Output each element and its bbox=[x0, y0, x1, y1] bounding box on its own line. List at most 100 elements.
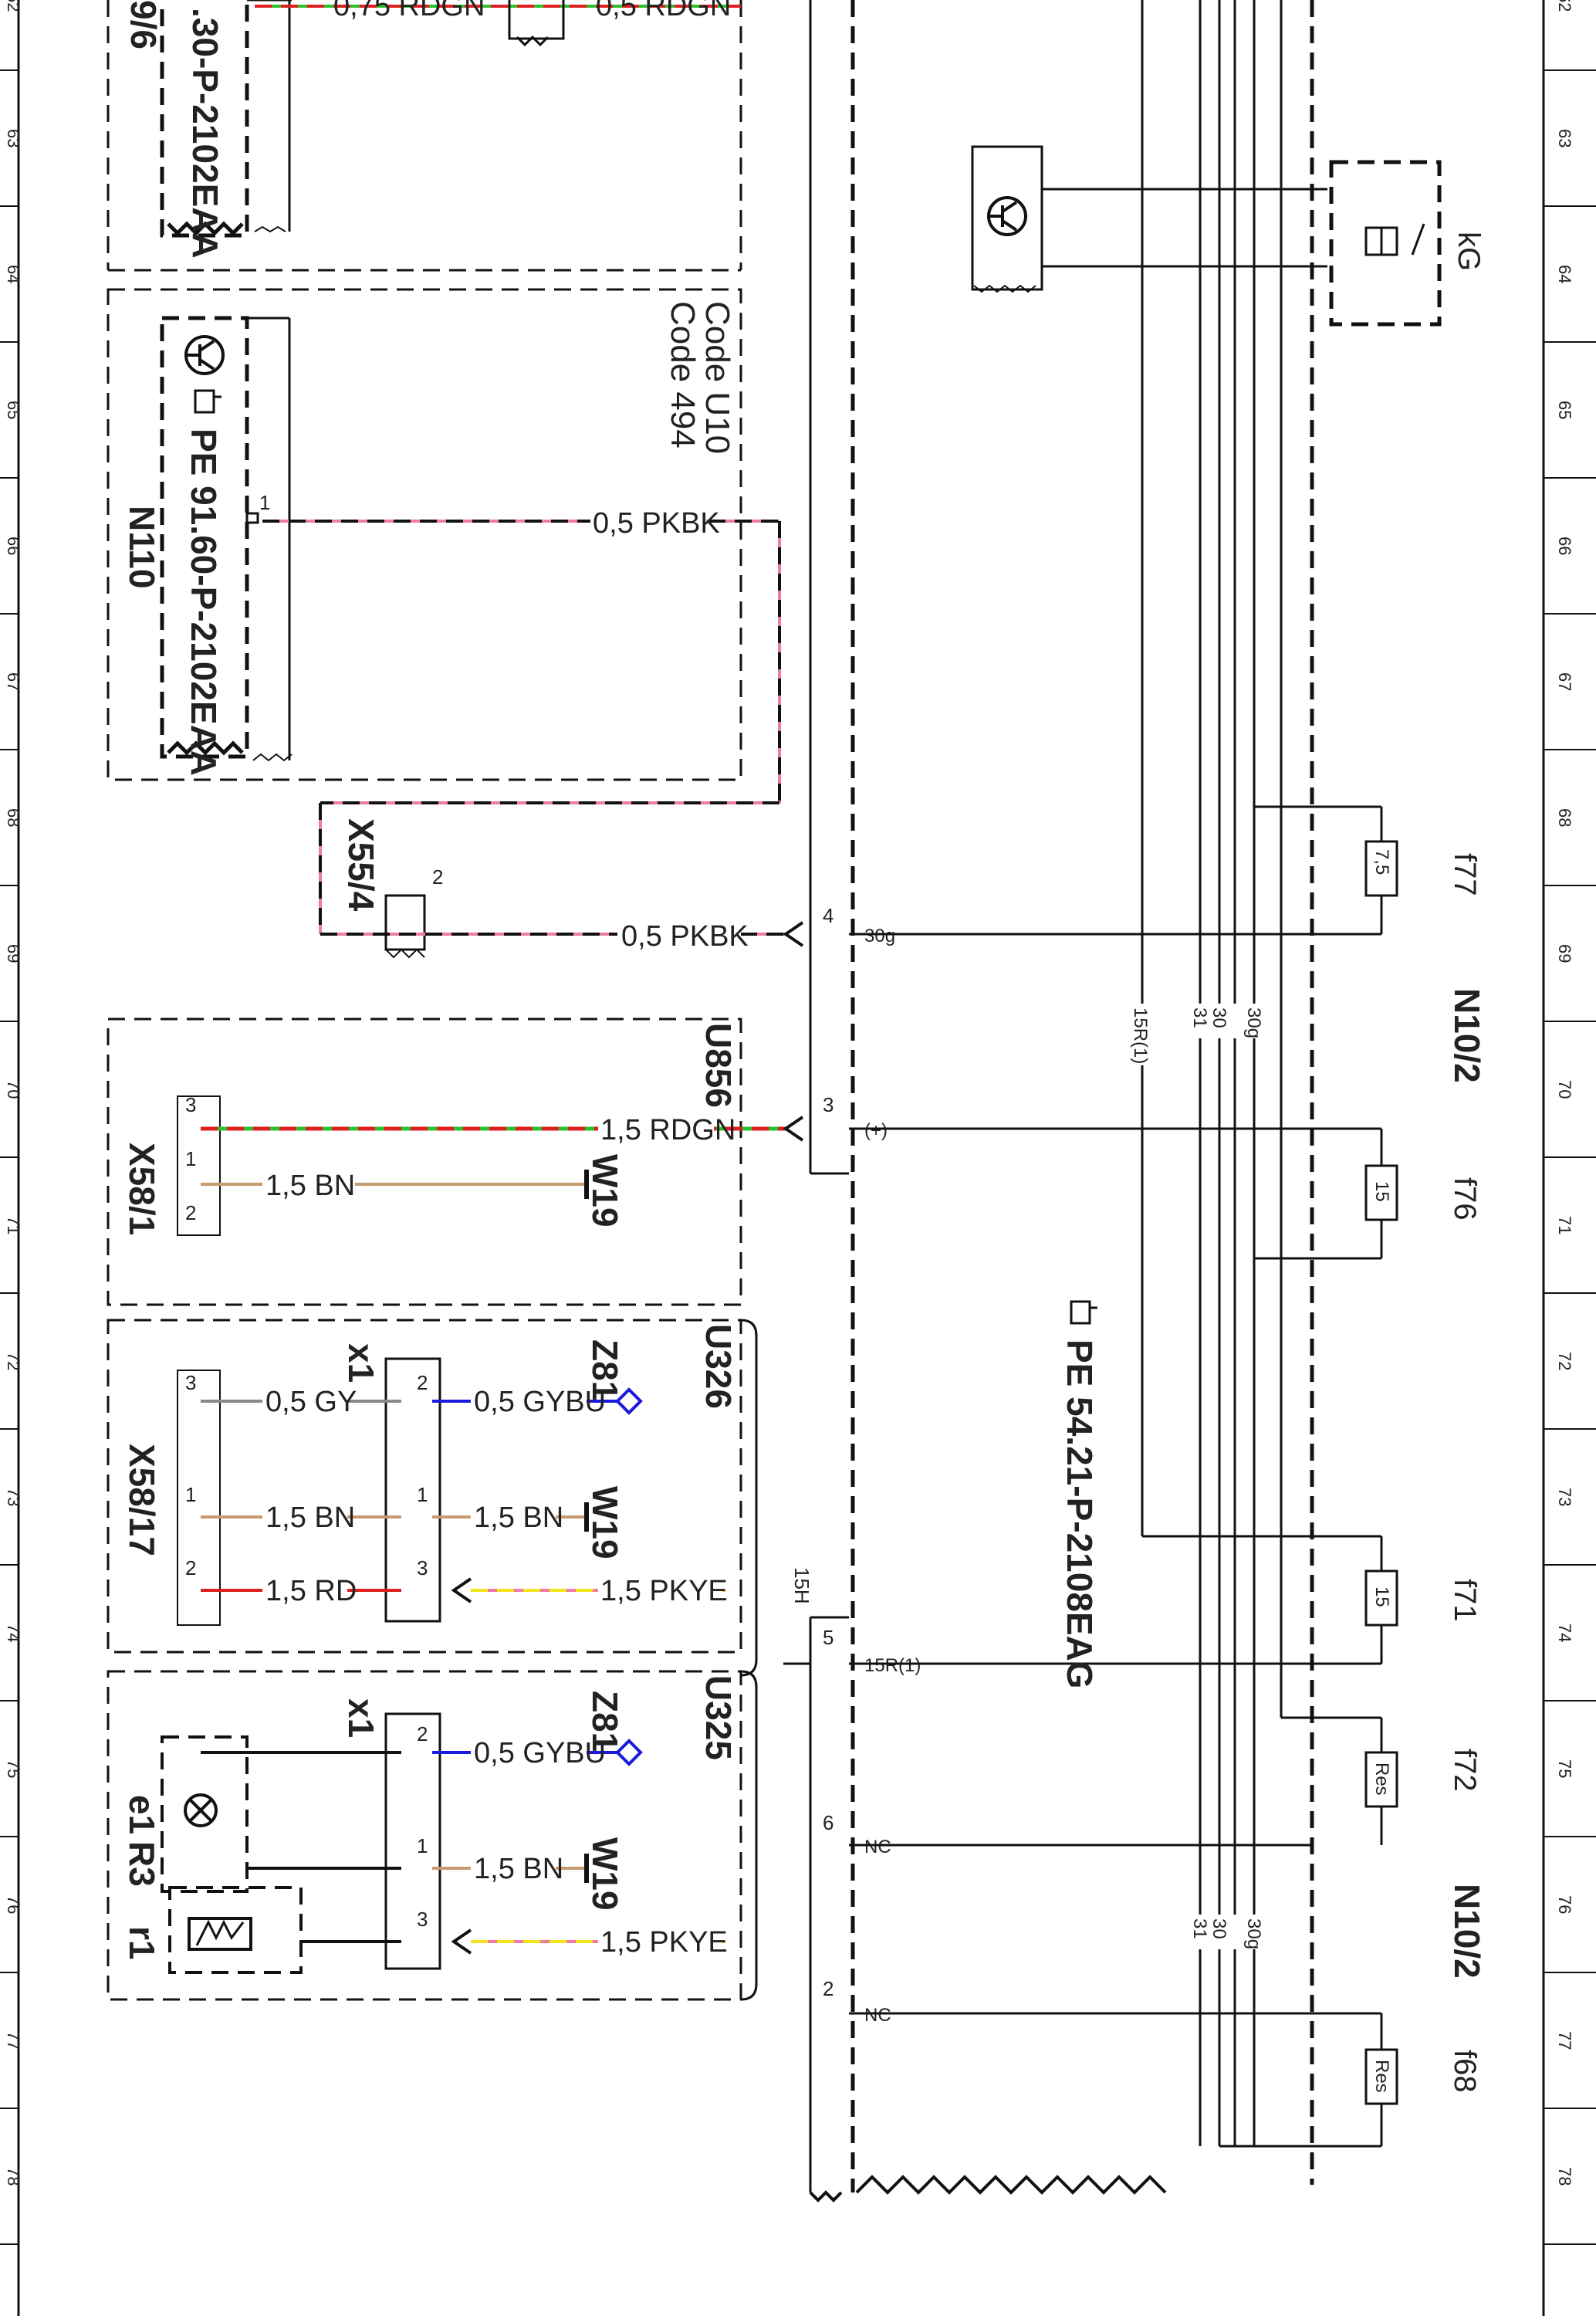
ruler-number: 65 bbox=[1555, 401, 1574, 419]
fuse-f72: Res f72 bbox=[1280, 0, 1482, 1845]
u325-wire-gybu: 0,5 GYBU bbox=[474, 1737, 606, 1769]
u326-wire-rd: 1,5 RD bbox=[265, 1575, 357, 1607]
ruler-number: 73 bbox=[1555, 1488, 1574, 1506]
sam-fuse-block: 15R(1) 31 30 30g 31 30 30g kG bbox=[971, 0, 1487, 2185]
x58-1-label: X58/1 bbox=[122, 1143, 162, 1235]
u326-wire-bn2: 1,5 BN bbox=[474, 1502, 563, 1534]
top-wire-label-bg-2 bbox=[594, 12, 733, 48]
rail-31-label: 31 bbox=[1189, 1007, 1210, 1028]
ruler-number: 73 bbox=[4, 1488, 23, 1506]
x55-pin: 2 bbox=[432, 865, 443, 889]
top-ref-edge: 9/6 bbox=[123, 0, 164, 49]
fuse-f68-name: f68 bbox=[1448, 2050, 1482, 2093]
u326-z81: Z81 bbox=[585, 1339, 625, 1400]
sam-label-upper: N10/2 bbox=[1447, 988, 1487, 1083]
ruler-number: 69 bbox=[1555, 944, 1574, 963]
module-pin-4: 4 bbox=[823, 904, 834, 927]
ruler-number: 69 bbox=[4, 944, 23, 963]
top-ref-text: .30-P-2102EAA bbox=[185, 8, 225, 259]
module-pin-6: 6 bbox=[823, 1811, 834, 1834]
ruler-number: 64 bbox=[4, 265, 23, 283]
ruler-number: 66 bbox=[4, 537, 23, 555]
code-494: Code 494 bbox=[664, 301, 702, 449]
rail-31-label-lower: 31 bbox=[1189, 1918, 1210, 1939]
ruler-number: 62 bbox=[4, 0, 23, 12]
u856-wire-red: 1,5 RDGN bbox=[600, 1114, 735, 1146]
ruler-number: 78 bbox=[1555, 2167, 1574, 2186]
u325-z81: Z81 bbox=[585, 1691, 625, 1752]
n110-pin-label: 1 bbox=[259, 491, 270, 514]
ruler-number: 77 bbox=[1555, 2031, 1574, 2050]
u856-pin-2: 2 bbox=[185, 1201, 196, 1224]
module-connector: 4 30g 3 (+) 15H 5 15R(1) 6 NC 2 NC PE 54… bbox=[783, 0, 1312, 2203]
z81-splice-icon bbox=[615, 1387, 643, 1415]
thermistor-icon bbox=[188, 1917, 252, 1951]
relay-label: kG bbox=[1452, 232, 1486, 271]
u326-box: U326 X58/17 3 1 2 x1 2 1 3 0,5 GY 1,5 BN… bbox=[107, 1319, 758, 1677]
u325-r1: r1 bbox=[122, 1926, 162, 1959]
ruler-number: 63 bbox=[1555, 129, 1574, 147]
x55-label: X55/4 bbox=[341, 818, 381, 912]
ruler-number: 63 bbox=[4, 129, 23, 147]
u325-pin-3: 3 bbox=[417, 1908, 428, 1931]
ruler-number: 75 bbox=[1555, 1759, 1574, 1778]
ruler-number: 71 bbox=[1555, 1216, 1574, 1234]
fuse-f76-rating: 15 bbox=[1371, 1181, 1392, 1202]
lamp-icon bbox=[184, 1793, 218, 1827]
top-wire-left-label: 0,75 RDGN bbox=[333, 0, 485, 22]
x55-wire-bg bbox=[617, 916, 741, 952]
ruler-number: 70 bbox=[4, 1080, 23, 1099]
u856-wire-bn: 1,5 BN bbox=[265, 1170, 355, 1202]
ruler-number: 77 bbox=[4, 2031, 23, 2050]
ruler-number: 72 bbox=[1555, 1352, 1574, 1370]
ruler-number: 76 bbox=[4, 1895, 23, 1914]
ruler-number: 72 bbox=[4, 1352, 23, 1370]
ruler-number: 62 bbox=[1555, 0, 1574, 12]
u326-wire-gy: 0,5 GY bbox=[265, 1386, 357, 1418]
ruler-number: 74 bbox=[1555, 1624, 1574, 1642]
n110-wire-bg bbox=[590, 503, 706, 539]
top-partial-section: .30-P-2102EAA 9/6 0,75 RDGN 0,5 RDGN bbox=[107, 0, 742, 272]
u325-box: U325 e1 R3 r1 x1 2 1 3 0,5 GYBU Z81 1,5 … bbox=[107, 1670, 758, 2001]
fuse-f72-rating: Res bbox=[1371, 1762, 1392, 1796]
fuse-f72-name: f72 bbox=[1448, 1749, 1482, 1792]
ruler-number: 71 bbox=[4, 1216, 23, 1234]
ruler-number: 74 bbox=[4, 1624, 23, 1642]
fuse-f77-rating: 7,5 bbox=[1371, 849, 1392, 875]
code-u10: Code U10 bbox=[698, 301, 736, 454]
u326-pin-l2: 2 bbox=[185, 1556, 196, 1580]
ruler-number: 78 bbox=[4, 2167, 23, 2186]
x55-plug-arrow bbox=[783, 921, 804, 947]
z81-splice-icon-2 bbox=[615, 1739, 643, 1766]
fuse-f71-name: f71 bbox=[1448, 1579, 1482, 1622]
u326-wire-bn: 1,5 BN bbox=[265, 1502, 355, 1534]
top-wire-right-label: 0,5 RDGN bbox=[596, 0, 731, 22]
module-term-plus: (+) bbox=[864, 1120, 888, 1141]
u326-wire-pkye: 1,5 PKYE bbox=[600, 1575, 728, 1607]
module-term-30g: 30g bbox=[864, 926, 895, 946]
n110-label: N110 bbox=[122, 506, 162, 588]
x58-17-label: X58/17 bbox=[122, 1444, 162, 1556]
u856-box: U856 X58/1 3 1 2 1,5 RDGN 1,5 BN W19 bbox=[107, 1017, 804, 1306]
u325-wire-bn: 1,5 BN bbox=[474, 1853, 563, 1885]
fuse-f68-rating: Res bbox=[1371, 2060, 1392, 2093]
reference-hand-icon-2 bbox=[1070, 1300, 1097, 1325]
module-term-nc2: NC bbox=[864, 2005, 891, 2026]
fuse-f71-rating: 15 bbox=[1371, 1586, 1392, 1607]
ruler-number: 68 bbox=[1555, 808, 1574, 827]
rail-30g-label: 30g bbox=[1243, 1007, 1264, 1038]
u326-w19: W19 bbox=[585, 1486, 625, 1559]
ruler-number: 67 bbox=[4, 672, 23, 691]
module-pin-5: 5 bbox=[823, 1626, 834, 1649]
u326-label: U326 bbox=[698, 1324, 739, 1409]
module-label-15h: 15H bbox=[790, 1567, 813, 1604]
u326-pin-r3: 3 bbox=[417, 1556, 428, 1580]
top-wire-label-bg bbox=[332, 12, 424, 48]
relay-transistor-icon bbox=[987, 196, 1027, 236]
u325-r3: R3 bbox=[122, 1841, 162, 1887]
reference-hand-icon bbox=[194, 389, 221, 414]
u326-wire-gybu: 0,5 GYBU bbox=[474, 1386, 606, 1418]
u325-pin-2: 2 bbox=[417, 1722, 428, 1745]
